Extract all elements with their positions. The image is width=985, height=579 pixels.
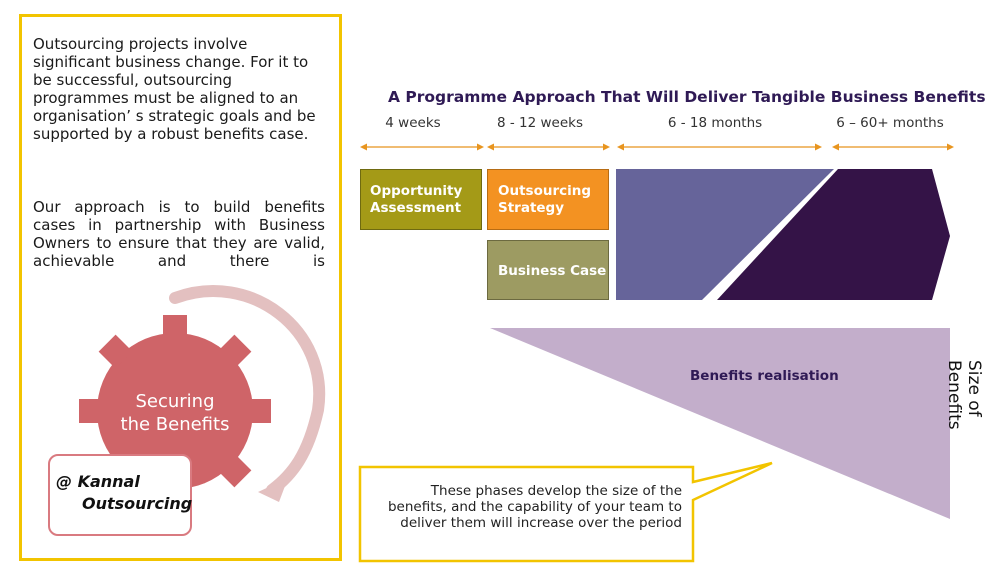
period-label-3: 6 - 18 months <box>667 115 763 131</box>
period-label-2: 8 - 12 weeks <box>496 115 584 131</box>
timeline-arrow-1 <box>360 143 484 151</box>
timeline-arrow-2 <box>487 143 610 151</box>
cycle-arrow-head-icon <box>258 478 288 502</box>
intro-panel <box>19 14 342 561</box>
phase-outsourcing-strategy: Outsourcing Strategy <box>487 169 609 230</box>
benefits-realisation-label: Benefits realisation <box>690 368 839 384</box>
cycle-arc <box>169 285 326 496</box>
callout-box <box>358 461 773 563</box>
period-label-4: 6 – 60+ months <box>836 115 944 131</box>
period-label-1: 4 weeks <box>385 115 441 131</box>
phase-block-mid <box>616 169 834 300</box>
benefits-wedge <box>490 328 950 519</box>
phase-opportunity-assessment: Opportunity Assessment <box>360 169 482 230</box>
timeline-arrow-4 <box>832 143 954 151</box>
timeline-arrow-3 <box>617 143 822 151</box>
gear-label-line-2: the Benefits <box>120 414 230 435</box>
gear-label: Securing the Benefits <box>105 390 245 436</box>
phase-block-late <box>717 169 950 300</box>
intro-paragraph-2: Our approach is to build benefits cases … <box>33 198 325 270</box>
signature-box <box>48 454 192 536</box>
gear-label-line-1: Securing <box>135 391 215 412</box>
intro-paragraph-1: Outsourcing projects involve significant… <box>33 35 316 143</box>
signature-line-2: Outsourcing <box>82 494 193 513</box>
signature-line-1: @ Kannal <box>56 472 140 491</box>
phase-opportunity-line-2: Assessment <box>370 200 462 216</box>
phase-strategy-line-2: Strategy <box>498 200 565 216</box>
diagram-title: A Programme Approach That Will Deliver T… <box>388 88 985 106</box>
callout-text: These phases develop the size of the ben… <box>387 483 682 531</box>
phase-business-case: Business Case <box>487 240 609 300</box>
phase-opportunity-line-1: Opportunity <box>370 183 463 199</box>
size-of-benefits-label: Size of Benefits <box>944 360 984 430</box>
phase-strategy-line-1: Outsourcing <box>498 183 592 199</box>
